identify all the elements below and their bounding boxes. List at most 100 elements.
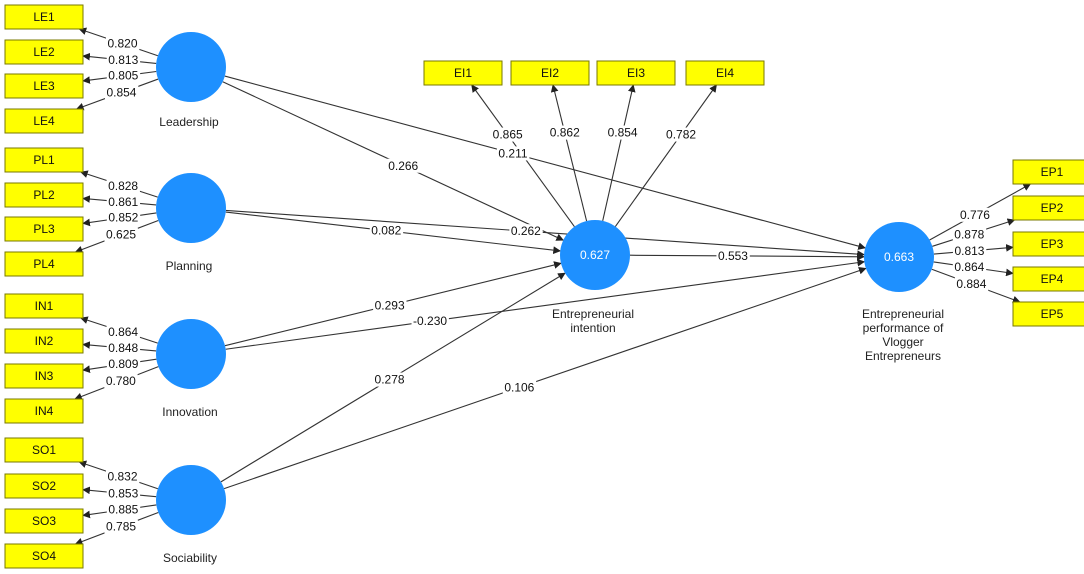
indicator-box-LE2 <box>4 39 84 65</box>
path-coef-EI-EP-bg <box>716 248 750 263</box>
loading-EP3-text: 0.813 <box>954 244 984 258</box>
indicator-box-EP4 <box>1012 266 1084 292</box>
loading-EP2: 0.878 <box>952 227 987 242</box>
indicator-LE1: LE1 <box>4 4 84 30</box>
path-coef-LE-EI-text: 0.266 <box>388 159 418 173</box>
loading-EP5: 0.884 <box>954 276 989 291</box>
indicator-label-SO2: SO2 <box>32 479 56 493</box>
loading-IN4-text: 0.780 <box>106 374 136 388</box>
loading-IN3-bg <box>106 357 141 372</box>
latent-label-EI-line1: intention <box>570 321 615 335</box>
path-coef-SO-EI: 0.278 <box>373 372 407 387</box>
indicator-box-EI1 <box>423 60 503 86</box>
path-coef-LE-EP: 0.211 <box>496 146 530 161</box>
loading-EP3-bg <box>952 244 987 259</box>
loading-EP5-text: 0.884 <box>956 277 986 291</box>
loading-SO4-text: 0.785 <box>106 520 136 534</box>
path-coef-IN-EP-text: -0.230 <box>413 314 447 328</box>
loading-SO3-text: 0.885 <box>108 503 138 517</box>
r-squared-EI: 0.627 <box>580 248 610 262</box>
indicator-label-LE3: LE3 <box>33 79 55 93</box>
loading-EI2-text: 0.862 <box>550 126 580 140</box>
indicator-box-IN1 <box>4 293 84 319</box>
indicator-box-LE4 <box>4 108 84 134</box>
indicator-label-SO4: SO4 <box>32 549 56 563</box>
indicator-LE4: LE4 <box>4 108 84 134</box>
indicator-box-EI2 <box>510 60 590 86</box>
indicator-label-PL1: PL1 <box>33 153 55 167</box>
path-coef-IN-EI: 0.293 <box>373 298 407 313</box>
path-coef-SO-EI-bg <box>373 372 407 387</box>
path-coef-LE-EP-bg <box>496 146 530 161</box>
loading-edge-EI4 <box>614 84 717 227</box>
latent-label-EP-line1: performance of <box>863 321 944 335</box>
latent-label-IN-line0: Innovation <box>162 405 217 419</box>
latent-circle-PL <box>156 173 226 243</box>
indicator-label-IN4: IN4 <box>35 404 54 418</box>
loading-EI1-text: 0.865 <box>493 128 523 142</box>
indicator-box-SO3 <box>4 508 84 534</box>
loading-EI2: 0.862 <box>548 125 582 140</box>
loading-EI3-text: 0.854 <box>608 126 638 140</box>
indicator-PL3: PL3 <box>4 216 84 242</box>
indicator-PL4: PL4 <box>4 251 84 277</box>
indicator-label-IN1: IN1 <box>35 299 54 313</box>
indicator-box-LE3 <box>4 73 84 99</box>
indicator-PL1: PL1 <box>4 147 84 173</box>
loading-IN4: 0.780 <box>104 374 138 389</box>
loading-LE1-text: 0.820 <box>107 37 137 51</box>
indicator-box-EP5 <box>1012 301 1084 327</box>
path-coef-PL-EI-text: 0.082 <box>371 224 401 238</box>
indicator-box-EI3 <box>596 60 676 86</box>
loading-PL1-bg <box>106 178 140 193</box>
indicator-SO2: SO2 <box>4 473 84 499</box>
path-coef-IN-EP-bg <box>411 314 449 329</box>
path-coef-LE-EI-bg <box>386 158 421 173</box>
loading-EP4-text: 0.864 <box>954 260 984 274</box>
loading-IN4-bg <box>104 374 138 389</box>
indicator-label-LE2: LE2 <box>33 45 55 59</box>
loading-EI1-bg <box>491 127 525 142</box>
latent-circle-IN <box>156 319 226 389</box>
latent-circle-EP <box>864 222 934 292</box>
loading-LE4-text: 0.854 <box>106 86 136 100</box>
indicator-box-PL1 <box>4 147 84 173</box>
loading-EP4-bg <box>952 260 987 275</box>
path-coef-IN-EP: -0.230 <box>411 314 449 329</box>
path-coef-SO-EP: 0.106 <box>502 380 537 395</box>
indicator-SO4: SO4 <box>4 543 84 569</box>
indicator-label-EI2: EI2 <box>541 66 559 80</box>
loading-IN1-text: 0.864 <box>108 325 138 339</box>
indicator-SO1: SO1 <box>4 437 84 463</box>
loading-EP1: 0.776 <box>958 207 992 222</box>
latent-circle-SO <box>156 465 226 535</box>
indicator-box-SO4 <box>4 543 84 569</box>
indicator-box-EI4 <box>685 60 765 86</box>
indicator-box-SO1 <box>4 437 84 463</box>
path-coef-EI-EP-text: 0.553 <box>718 249 748 263</box>
path-coef-SO-EP-bg <box>502 380 537 395</box>
latent-label-EP-line2: Vlogger <box>882 335 923 349</box>
path-coef-IN-EI-bg <box>373 298 407 313</box>
latent-SO: Sociability <box>156 465 226 565</box>
loading-PL3-text: 0.852 <box>108 211 138 225</box>
path-coef-EI-EP: 0.553 <box>716 248 750 263</box>
loading-SO2-bg <box>106 486 141 501</box>
latent-label-LE-line0: Leadership <box>159 115 219 129</box>
indicator-label-EI3: EI3 <box>627 66 645 80</box>
loading-IN2: 0.848 <box>106 341 141 356</box>
indicator-EP1: EP1 <box>1012 159 1084 185</box>
indicator-EI2: EI2 <box>510 60 590 86</box>
path-coef-PL-EP-text: 0.262 <box>511 224 541 238</box>
indicator-SO3: SO3 <box>4 508 84 534</box>
latent-label-EP-line0: Entrepreneurial <box>862 307 944 321</box>
loading-EP2-bg <box>952 227 987 242</box>
loading-EP1-bg <box>958 207 992 222</box>
loading-SO2-text: 0.853 <box>108 487 138 501</box>
loading-SO4: 0.785 <box>104 519 138 534</box>
loading-IN2-text: 0.848 <box>108 341 138 355</box>
indicator-label-SO3: SO3 <box>32 514 56 528</box>
indicator-label-LE4: LE4 <box>33 114 55 128</box>
